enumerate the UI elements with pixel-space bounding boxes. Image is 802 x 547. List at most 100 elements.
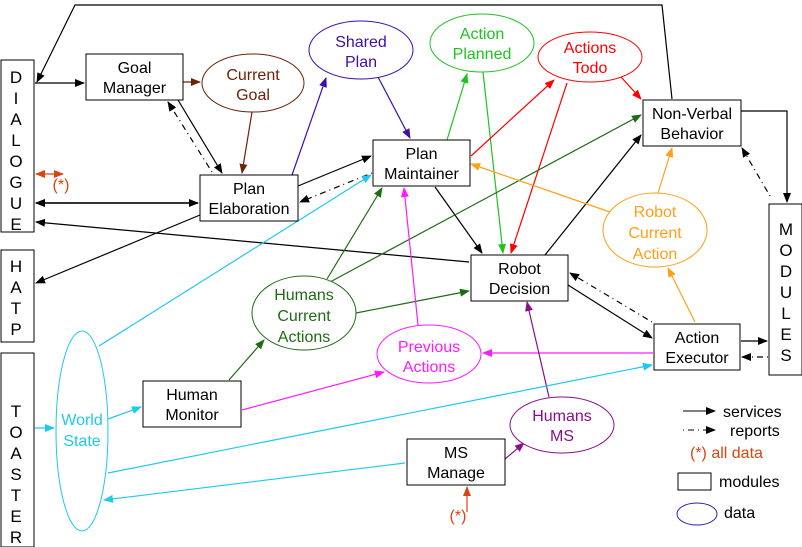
side-module-letter: D bbox=[780, 262, 792, 281]
edge-robot-current-action-to-non-verbal-behavior bbox=[657, 147, 674, 194]
data-shared-plan[interactable]: Shared Plan bbox=[308, 20, 414, 80]
edge-previous-actions-to-plan-maintainer bbox=[400, 187, 419, 326]
edge-plan-elaboration-to-hatp bbox=[35, 214, 201, 284]
edge-robot-decision-to-action-executor bbox=[567, 284, 653, 339]
side-module-letter: I bbox=[14, 89, 19, 108]
side-module-letter: T bbox=[11, 402, 21, 421]
side-module-letter: S bbox=[780, 346, 791, 365]
edge-top-loop-to-dialogue bbox=[36, 4, 673, 100]
side-module-letter: L bbox=[781, 304, 790, 323]
side-module-letter: A bbox=[10, 278, 22, 297]
edge-shared-plan-to-plan-maintainer bbox=[377, 76, 411, 139]
edge-action-executor-report-robot-decision bbox=[569, 272, 653, 323]
data-label-line: Humans bbox=[274, 287, 334, 304]
data-label-line: Todo bbox=[573, 60, 608, 77]
data-label-line: Action bbox=[633, 246, 677, 263]
side-module-letter: H bbox=[10, 257, 22, 276]
edge-ms-manage-to-humans-ms bbox=[504, 442, 525, 460]
side-module-letter: P bbox=[10, 320, 21, 339]
side-module-letter: O bbox=[779, 241, 792, 260]
module-plan-maintainer[interactable]: Plan Maintainer bbox=[372, 139, 471, 187]
legend-data-label: data bbox=[724, 505, 755, 522]
edge-plan-maintainer-to-robot-decision bbox=[434, 186, 483, 254]
legend-all-data-label: (*) all data bbox=[690, 445, 763, 462]
module-label-line: Executor bbox=[665, 350, 729, 367]
side-module-letter: T bbox=[11, 486, 21, 505]
side-module-letter: E bbox=[780, 325, 791, 344]
side-module-letter: E bbox=[10, 507, 21, 526]
side-module-letter: O bbox=[9, 152, 22, 171]
module-label-line: Manager bbox=[103, 80, 167, 97]
module-robot-decision[interactable]: Robot Decision bbox=[470, 254, 569, 302]
data-label-line: Action bbox=[460, 26, 504, 43]
module-non-verbal-behavior[interactable]: Non-Verbal Behavior bbox=[642, 99, 742, 147]
edge-plan-maintainer-report-plan-elaboration bbox=[299, 172, 373, 203]
side-module-letter: R bbox=[10, 528, 22, 547]
data-current-goal[interactable]: Current Goal bbox=[201, 53, 305, 113]
edge-ms-manage-to-world-state bbox=[103, 462, 406, 503]
data-actions-todo[interactable]: Actions Todo bbox=[537, 31, 643, 83]
data-action-planned[interactable]: Action Planned bbox=[429, 13, 535, 73]
edge-robot-current-action-to-plan-maintainer bbox=[470, 163, 611, 213]
edge-action-executor-to-robot-current-action bbox=[667, 267, 696, 323]
edge-world-state-to-human-monitor bbox=[107, 406, 142, 420]
module-label-line: Behavior bbox=[660, 126, 724, 143]
data-label-line: Actions bbox=[278, 329, 330, 346]
data-previous-actions[interactable]: Previous Actions bbox=[376, 324, 482, 384]
edge-humans-current-actions-to-robot-decision bbox=[355, 288, 470, 314]
side-module-letter: O bbox=[9, 423, 22, 442]
module-goal-manager[interactable]: Goal Manager bbox=[85, 53, 184, 101]
module-plan-elaboration[interactable]: Plan Elaboration bbox=[199, 174, 299, 222]
data-label-line: Actions bbox=[564, 40, 616, 57]
module-label-line: Monitor bbox=[165, 407, 219, 424]
module-label-line: Robot bbox=[498, 261, 541, 278]
data-humans-ms[interactable]: Humans MS bbox=[509, 396, 615, 454]
data-label-line: Planned bbox=[453, 46, 512, 63]
edge-plan-maintainer-to-actions-todo bbox=[470, 79, 555, 157]
edge-human-monitor-to-previous-actions bbox=[241, 370, 385, 411]
edge-goal-manager-to-plan-elaboration bbox=[177, 99, 223, 174]
module-label-line: Action bbox=[675, 330, 719, 347]
data-label-line: Current bbox=[628, 225, 682, 242]
legend-modules-label: modules bbox=[719, 474, 779, 491]
edge-robot-decision-to-dialogue bbox=[35, 218, 470, 263]
data-robot-current-action[interactable]: Robot Current Action bbox=[602, 192, 708, 268]
side-module-letter: S bbox=[10, 465, 21, 484]
module-action-executor[interactable]: Action Executor bbox=[653, 323, 741, 371]
side-module-letter: A bbox=[10, 110, 22, 129]
edge-plan-elaboration-to-plan-maintainer bbox=[297, 155, 372, 187]
edge-non-verbal-behavior-to-modules bbox=[741, 110, 791, 203]
edge-world-state-to-action-executor bbox=[107, 362, 653, 474]
legend: services reports (*) all data modules da… bbox=[676, 404, 782, 526]
data-label-line: Previous bbox=[398, 339, 460, 356]
edge-world-state-to-plan-maintainer bbox=[98, 174, 372, 347]
edge-humans-current-actions-to-non-verbal-behavior bbox=[329, 114, 642, 283]
data-world-state[interactable]: World State bbox=[55, 330, 109, 532]
side-module-letter: M bbox=[779, 220, 793, 239]
data-label-line: Humans bbox=[532, 408, 592, 425]
module-label-line: Plan bbox=[405, 146, 437, 163]
edge-current-goal-to-plan-elaboration bbox=[239, 111, 253, 174]
edge-robot-decision-to-non-verbal-behavior bbox=[544, 134, 642, 256]
side-module-letter: G bbox=[9, 173, 22, 192]
module-human-monitor[interactable]: Human Monitor bbox=[142, 380, 242, 428]
data-label-line: State bbox=[63, 433, 100, 450]
edge-action-planned-to-robot-decision bbox=[482, 71, 506, 254]
module-label-line: Plan bbox=[233, 181, 265, 198]
module-label-line: Goal bbox=[118, 60, 152, 77]
module-label-line: MS bbox=[444, 445, 468, 462]
module-ms-manage[interactable]: MS Manage bbox=[406, 438, 506, 486]
module-label-line: Decision bbox=[489, 281, 550, 298]
side-module-letter: T bbox=[11, 299, 21, 318]
edge-humans-ms-to-robot-decision bbox=[525, 301, 550, 398]
data-humans-current-actions[interactable]: Humans Current Actions bbox=[251, 275, 357, 351]
edge-plan-maintainer-to-action-planned bbox=[446, 73, 469, 141]
data-label-line: Actions bbox=[403, 359, 455, 376]
module-label-line: Non-Verbal bbox=[652, 106, 732, 123]
module-label-line: Human bbox=[166, 387, 218, 404]
